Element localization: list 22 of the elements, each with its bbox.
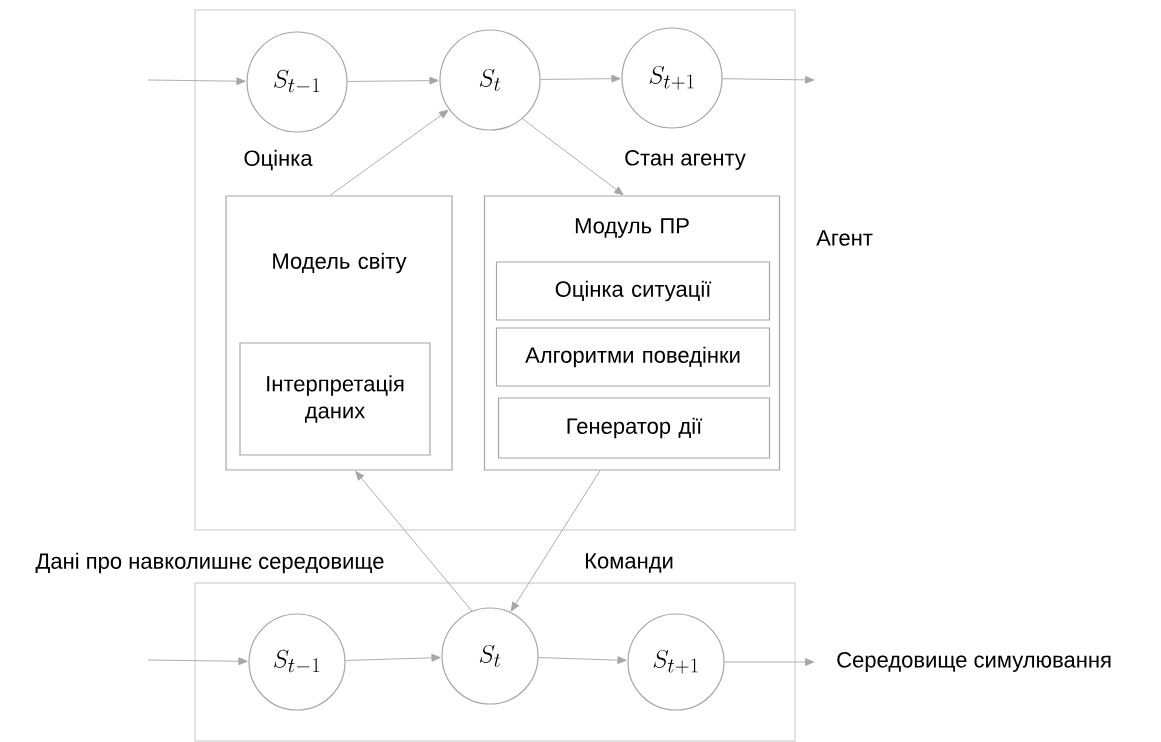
arrow [540,74,621,83]
arrow [522,118,624,196]
edge-label: Стан агенту [623,149,747,171]
arrow [345,653,441,662]
arrow [538,656,627,665]
arrow [722,75,815,84]
module-box: Оцінка ситуації [495,261,771,321]
module-box: Інтерпретація даних [239,342,431,456]
arrow [355,471,473,612]
arrow [510,470,601,612]
frame-heading: Середовище симулювання [837,652,1111,672]
edge-label: Оцінка [242,148,314,172]
edge-label: Дані про навколишнє середовище [34,551,386,575]
arrow [724,658,815,666]
arrow [329,109,449,196]
arrow [147,77,246,86]
module-box: Алгоритми поведінки [495,327,771,387]
arrow [147,657,248,666]
module-box: Генератор дії [497,397,771,459]
arrow [347,76,439,85]
frame-heading: Агент [816,230,873,246]
edge-label: Команди [583,552,675,574]
